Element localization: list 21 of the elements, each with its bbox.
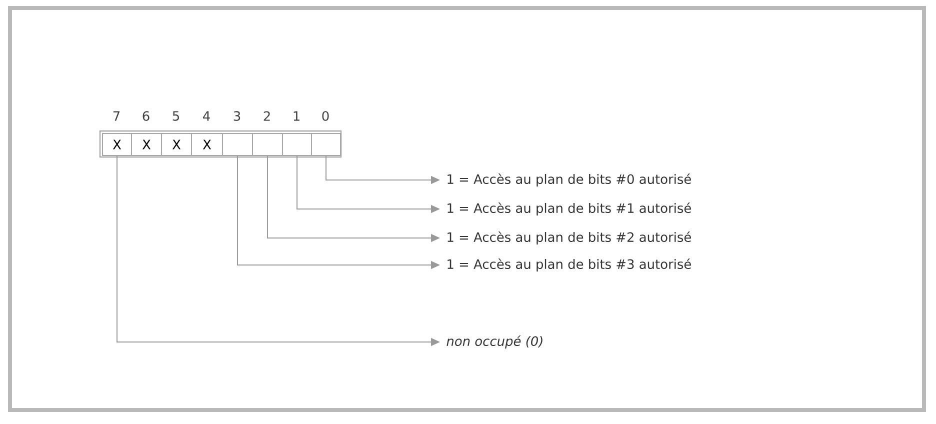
bit-cell: X: [191, 133, 223, 156]
bit-number: 7: [113, 111, 120, 121]
description-text: 1 = Accès au plan de bits #1 autorisé: [448, 202, 691, 216]
description-text: non occupé (0): [446, 335, 542, 349]
bit-number: 2: [264, 111, 270, 121]
bit-number: 1: [294, 111, 300, 121]
bit-number: 0: [322, 111, 329, 121]
bit-number: 5: [172, 111, 179, 121]
description-text: 1 = Accès au plan de bits #2 autorisé: [448, 231, 691, 245]
bit-number: 6: [142, 111, 150, 121]
bit-cell: X: [161, 133, 192, 156]
bit-number: 3: [234, 111, 240, 121]
bit-cell: [252, 133, 283, 156]
bit-cell: X: [131, 133, 162, 156]
description-text: 1 = Accès au plan de bits #0 autorisé: [448, 173, 691, 187]
bit-cell: [311, 133, 341, 156]
bit-number: 4: [203, 111, 210, 121]
bit-cell: [222, 133, 253, 156]
bit-cell: X: [102, 133, 132, 156]
description-text: 1 = Accès au plan de bits #3 autorisé: [448, 258, 691, 272]
bit-cell: [282, 133, 312, 156]
